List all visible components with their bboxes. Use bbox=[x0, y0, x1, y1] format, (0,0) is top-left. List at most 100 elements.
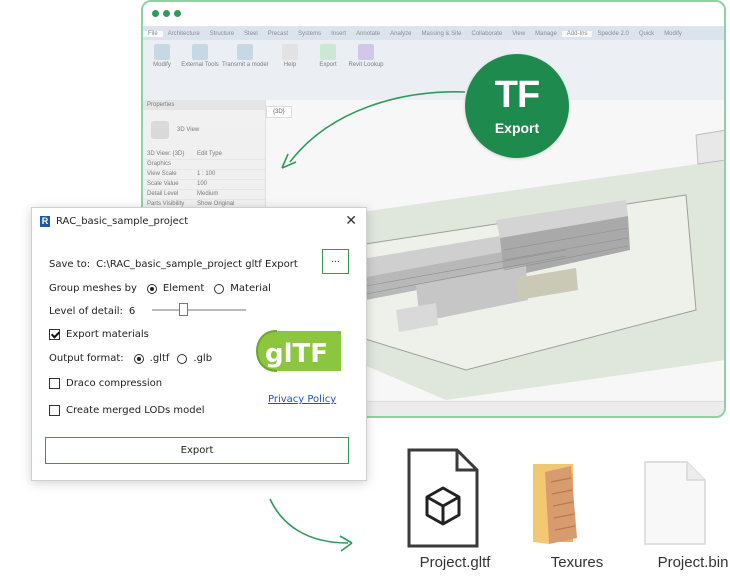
window-titlebar bbox=[143, 2, 724, 27]
type-selector[interactable]: 3D View bbox=[143, 110, 265, 150]
window-dot-icon bbox=[174, 10, 181, 17]
dialog-titlebar: R RAC_basic_sample_project bbox=[40, 216, 188, 227]
view-type-label: 3D View bbox=[177, 127, 200, 133]
folder-textures[interactable]: Texures bbox=[527, 462, 603, 571]
revit-logo-icon: R bbox=[40, 216, 50, 227]
view-control-bar bbox=[266, 401, 724, 416]
ribbon-tab[interactable]: Manage bbox=[535, 30, 557, 37]
ribbon-tab[interactable]: Insert bbox=[331, 30, 347, 37]
property-name: Scale Value bbox=[147, 181, 179, 187]
slider-thumb[interactable] bbox=[179, 303, 188, 316]
lod-slider[interactable] bbox=[152, 303, 246, 316]
radio-glb[interactable] bbox=[177, 353, 188, 364]
property-name: Parts Visibility bbox=[147, 201, 185, 207]
textures-folder-icon bbox=[533, 464, 577, 544]
export-button[interactable]: Export bbox=[45, 437, 349, 464]
revit-lookup-icon bbox=[358, 44, 374, 60]
radio-gltf-label[interactable]: .gltf bbox=[149, 353, 170, 364]
radio-element-label[interactable]: Element bbox=[162, 283, 205, 294]
external-tools-icon bbox=[192, 44, 208, 60]
ribbon-tab[interactable]: Speckle 2.0 bbox=[597, 30, 629, 37]
revit-window: File Architecture Structure Steel Precas… bbox=[141, 0, 726, 418]
property-row: Detail Level Medium bbox=[143, 190, 265, 200]
export-materials-label[interactable]: Export materials bbox=[66, 329, 149, 340]
ribbon-tabs: File Architecture Structure Steel Precas… bbox=[143, 27, 724, 40]
draco-checkbox[interactable] bbox=[49, 378, 60, 389]
view-tab-3d[interactable]: {3D} bbox=[266, 106, 292, 118]
export-dialog: R RAC_basic_sample_project ✕ Save to: C:… bbox=[31, 207, 367, 481]
radio-glb-label[interactable]: .glb bbox=[193, 353, 213, 364]
ribbon-tab[interactable]: File bbox=[143, 30, 163, 37]
radio-material-label[interactable]: Material bbox=[230, 283, 271, 294]
ribbon-button-export[interactable]: Export bbox=[309, 44, 347, 68]
export-materials-checkbox[interactable] bbox=[49, 329, 60, 340]
radio-element[interactable] bbox=[146, 283, 157, 294]
draco-label[interactable]: Draco compression bbox=[66, 378, 163, 389]
property-row: Scale Value 100 bbox=[143, 180, 265, 190]
lod-value: 6 bbox=[128, 306, 136, 317]
privacy-policy-link[interactable]: Privacy Policy bbox=[268, 394, 337, 405]
group-meshes-row: Group meshes by Element Material bbox=[49, 283, 271, 294]
lod-row: Level of detail: 6 bbox=[49, 306, 135, 317]
ribbon-button-label: External Tools bbox=[181, 62, 219, 68]
window-dot-icon bbox=[152, 10, 159, 17]
property-value[interactable]: Show Original bbox=[197, 201, 235, 207]
ribbon-tab[interactable]: Massing & Site bbox=[421, 30, 462, 37]
radio-material[interactable] bbox=[214, 283, 225, 294]
ribbon: Modify External Tools Transmit a model H… bbox=[143, 40, 724, 100]
radio-gltf[interactable] bbox=[133, 353, 144, 364]
ribbon-button-label: Help bbox=[283, 62, 297, 68]
ribbon-tab-add-ins[interactable]: Add-Ins bbox=[561, 30, 593, 37]
help-icon bbox=[282, 44, 298, 60]
group-meshes-label: Group meshes by bbox=[49, 283, 137, 294]
tf-export-badge[interactable]: TF Export bbox=[465, 54, 569, 158]
gltf-logo-icon: glTF ™ bbox=[255, 330, 342, 372]
ribbon-button-help[interactable]: Help bbox=[271, 44, 309, 68]
view-selector-row[interactable]: 3D View: {3D}Edit Type bbox=[143, 150, 265, 160]
ribbon-tab[interactable]: Quick bbox=[638, 30, 655, 37]
merged-lods-checkbox[interactable] bbox=[49, 405, 60, 416]
property-value[interactable]: 1 : 100 bbox=[197, 171, 216, 177]
ribbon-tab[interactable]: Structure bbox=[209, 30, 235, 37]
ribbon-button-transmit[interactable]: Transmit a model bbox=[219, 44, 271, 68]
output-format-label: Output format: bbox=[49, 353, 124, 364]
ribbon-tab[interactable]: Architecture bbox=[167, 30, 200, 37]
badge-label: Export bbox=[494, 120, 540, 136]
export-materials-row[interactable]: Export materials bbox=[49, 329, 149, 340]
ribbon-tab[interactable]: Systems bbox=[298, 30, 322, 37]
gltf-export-icon bbox=[320, 44, 336, 60]
gltf-file-icon bbox=[407, 448, 479, 548]
3d-view-icon bbox=[151, 121, 169, 139]
ribbon-button-modify[interactable]: Modify bbox=[143, 44, 181, 68]
ribbon-tab[interactable]: Annotate bbox=[356, 30, 381, 37]
modify-icon bbox=[154, 44, 170, 60]
merged-lods-row[interactable]: Create merged LODs model bbox=[49, 405, 205, 416]
file-name: Project.bin bbox=[657, 554, 729, 571]
arrow-to-dialog-icon bbox=[281, 91, 466, 169]
ribbon-tab[interactable]: Steel bbox=[244, 30, 258, 37]
ribbon-button-revit-lookup[interactable]: Revit Lookup bbox=[347, 44, 385, 68]
property-value[interactable]: 100 bbox=[197, 181, 208, 187]
browse-button[interactable]: ... bbox=[322, 249, 349, 274]
ribbon-tab[interactable]: Analyze bbox=[390, 30, 412, 37]
property-name: Detail Level bbox=[147, 191, 179, 197]
close-icon[interactable]: ✕ bbox=[345, 213, 357, 229]
ribbon-tab[interactable]: Precast bbox=[267, 30, 289, 37]
ribbon-tab[interactable]: Collaborate bbox=[471, 30, 503, 37]
ribbon-button-external-tools[interactable]: External Tools bbox=[181, 44, 219, 68]
ribbon-tab[interactable]: Modify bbox=[664, 30, 682, 37]
merged-lods-label[interactable]: Create merged LODs model bbox=[66, 405, 205, 416]
edit-type-link[interactable]: Edit Type bbox=[197, 151, 222, 157]
ribbon-button-label: Modify bbox=[153, 62, 171, 68]
ribbon-button-label: Transmit a model bbox=[221, 62, 269, 68]
draco-row[interactable]: Draco compression bbox=[49, 378, 162, 389]
folder-name: Texures bbox=[550, 554, 604, 571]
property-value[interactable]: Medium bbox=[197, 191, 219, 197]
file-project-gltf[interactable]: Project.gltf bbox=[405, 448, 490, 571]
lod-label: Level of detail: bbox=[49, 306, 123, 317]
ribbon-tab[interactable]: View bbox=[512, 30, 526, 37]
dialog-title: RAC_basic_sample_project bbox=[56, 216, 189, 227]
save-to-path: C:\RAC_basic_sample_project gltf Export bbox=[96, 259, 298, 270]
property-row: Graphics bbox=[143, 160, 265, 170]
file-project-bin[interactable]: Project.bin bbox=[643, 460, 728, 571]
